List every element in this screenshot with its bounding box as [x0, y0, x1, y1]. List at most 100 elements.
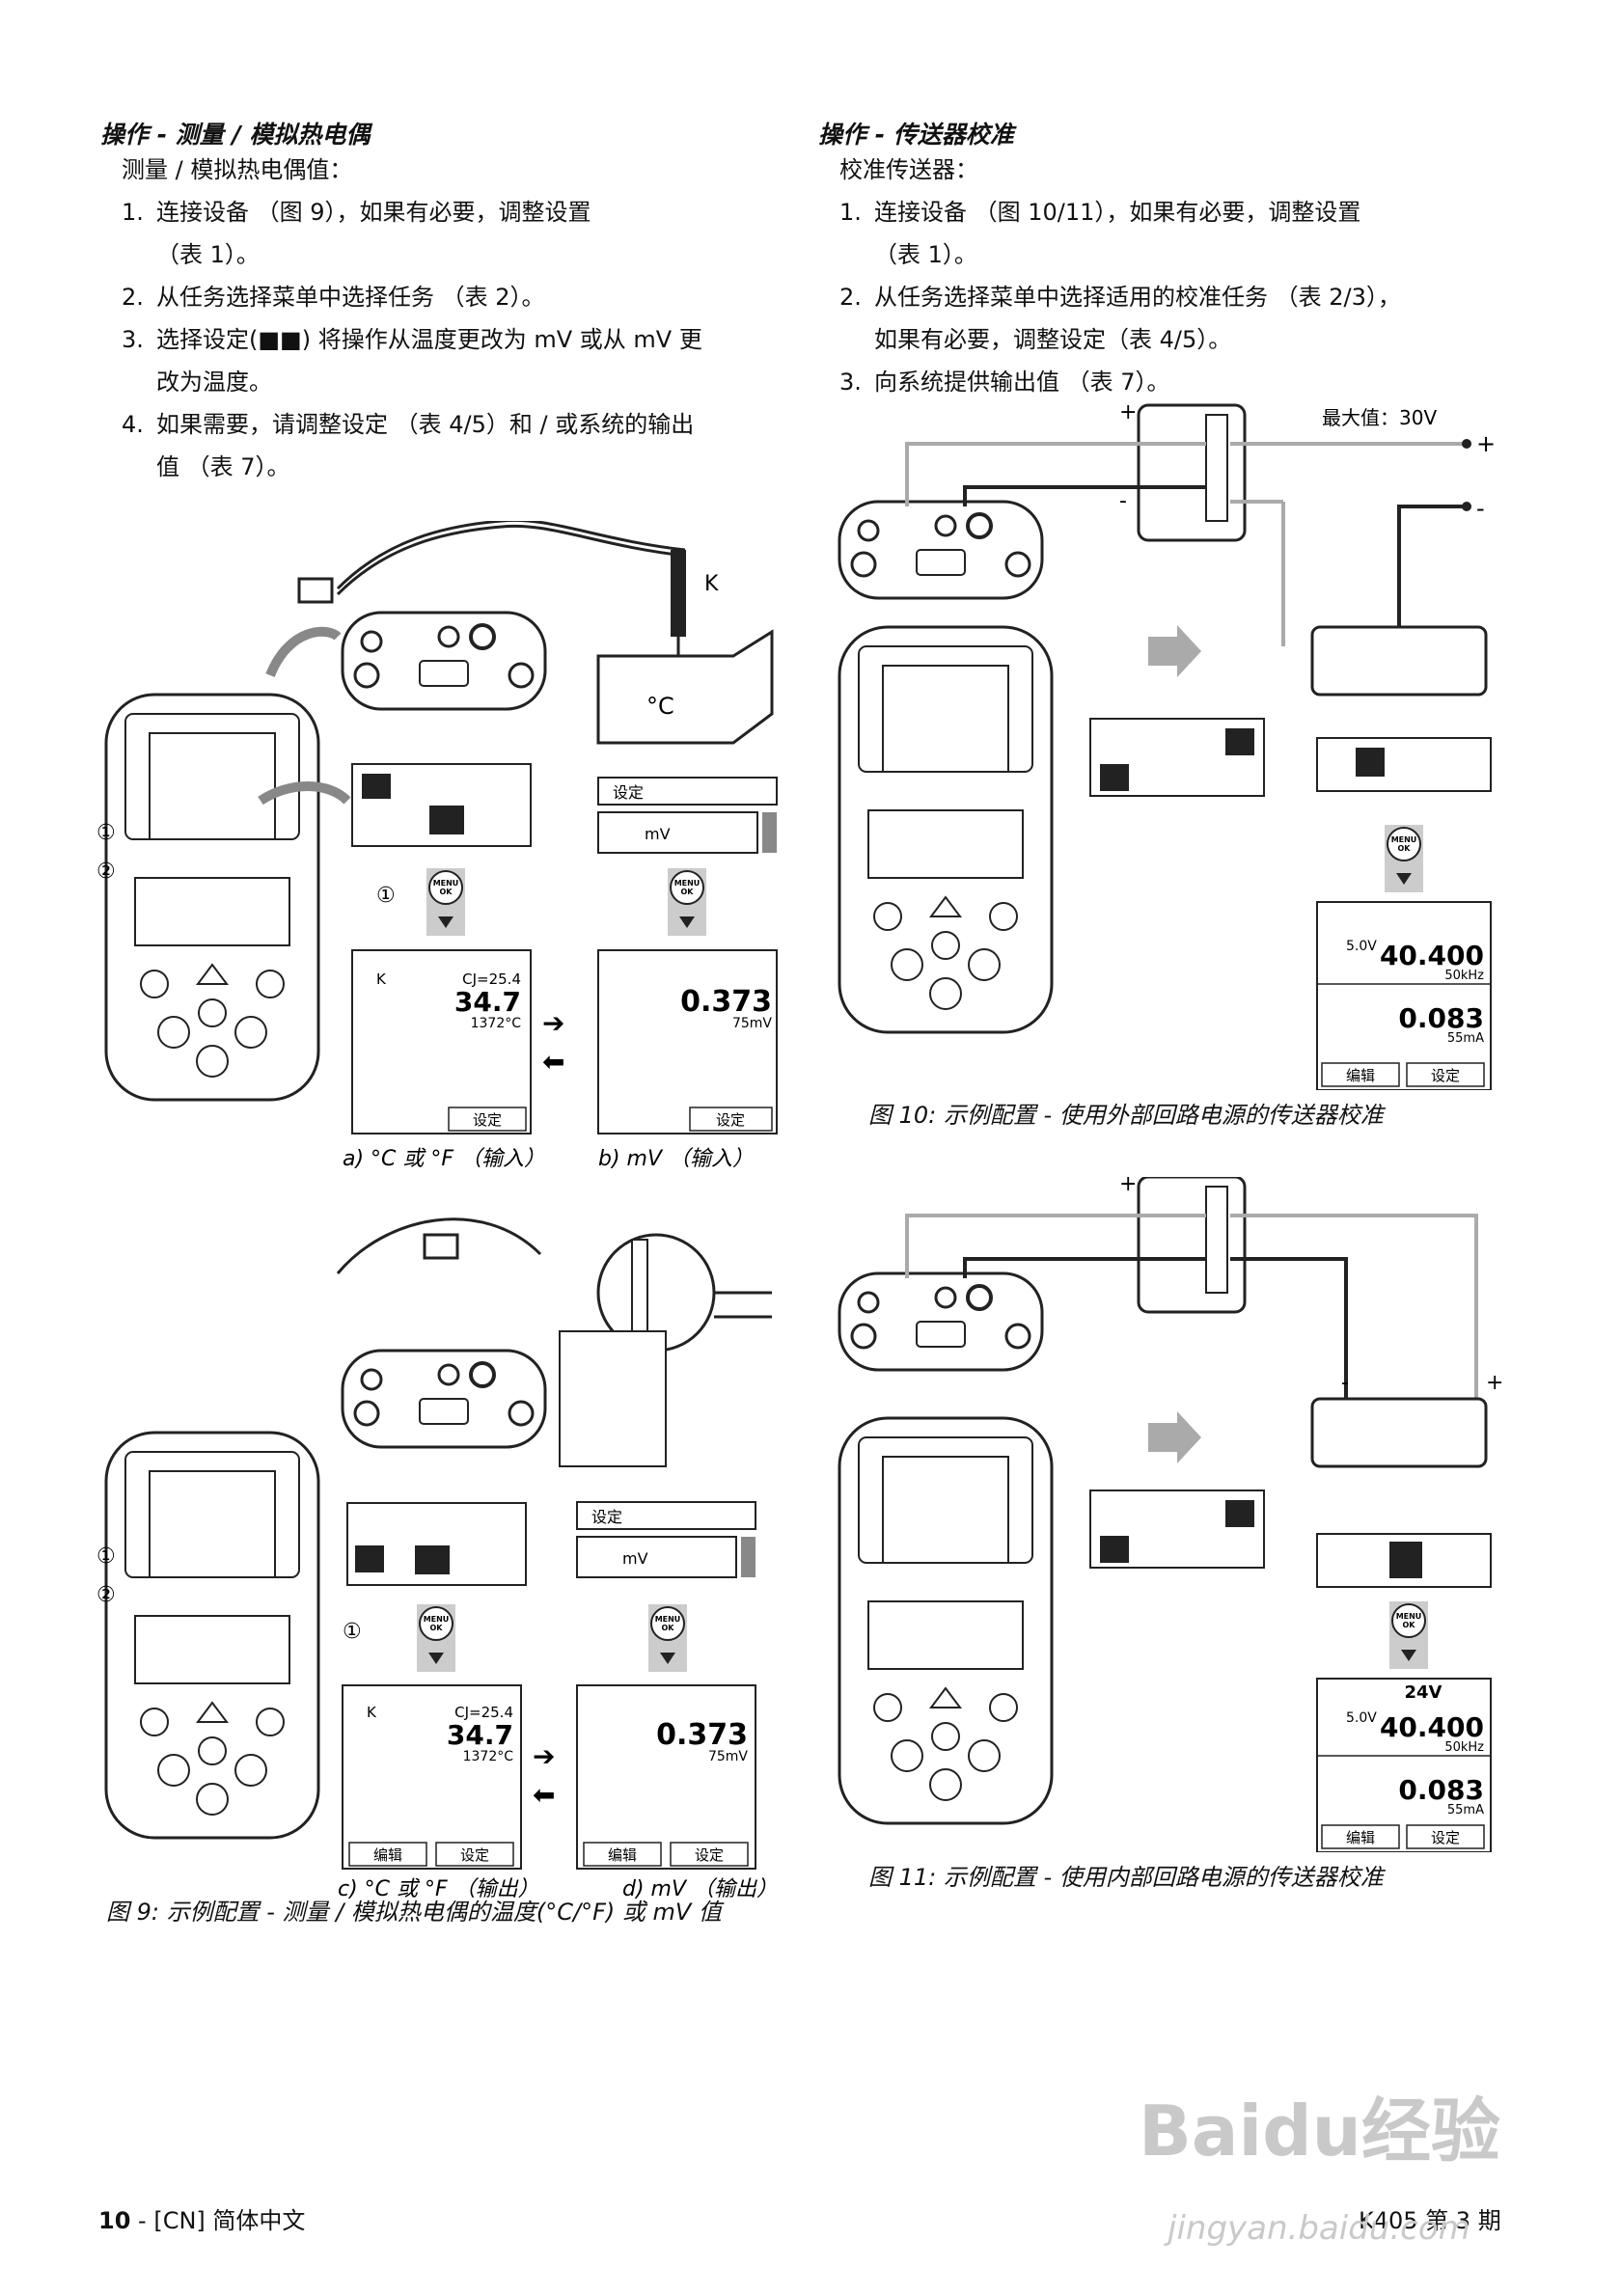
terminal-panel-a: [341, 611, 547, 711]
callout-1-c2: ①: [343, 1620, 362, 1644]
calibrator-device-c: [104, 1431, 320, 1840]
settings-item-d: [576, 1536, 737, 1578]
right-step-2: 2.从任务选择菜单中选择适用的校准任务 （表 2/3），如果有必要，调整设定（表…: [839, 284, 1401, 353]
calibrator-device-a: [104, 693, 320, 1102]
minus-left-10: -: [1119, 489, 1127, 513]
ext-supply-10: [1310, 625, 1488, 697]
screen-c-sub: 1372°C: [463, 1749, 514, 1764]
screen-c-softkey-set: 设定: [460, 1846, 489, 1864]
screen-c-label: K: [367, 1704, 377, 1721]
left-step-1: 1.连接设备 （图 9），如果有必要，调整设置（表 1）。: [122, 199, 591, 268]
settings-title-text-d: 设定: [591, 1508, 622, 1526]
screen-d-value: 0.373: [656, 1718, 748, 1752]
subcaption-d: d) mV （输出）: [622, 1877, 778, 1901]
callout-2-a: ②: [96, 860, 116, 884]
screen-11: [1316, 1678, 1492, 1852]
screen-d: [576, 1684, 756, 1870]
subcaption-c: c) °C 或 °F （输出）: [338, 1877, 539, 1901]
footer-left: 10 - [CN] 简体中文: [98, 2201, 305, 2235]
terminal-panel-10: [838, 500, 1044, 600]
figure-11-caption: 图 11: 示例配置 - 使用内部回路电源的传送器校准: [868, 1864, 1384, 1891]
figure-11: + - + 24V 5.0V 40.400 50kHz 0.083 55mA 编…: [838, 1177, 1503, 1852]
left-steps: 1.连接设备 （图 9），如果有必要，调整设置（表 1）。 2.从任务选择菜单中…: [122, 191, 797, 488]
callout-1-a: ①: [96, 821, 116, 845]
menu-ok-b: [667, 867, 707, 937]
figure-10: + - + 最大值：30V - 5.0V 40.400 50kHz 0.083 …: [838, 400, 1496, 1090]
screen-a-label: K: [376, 970, 387, 988]
screen-b-softkey: 设定: [716, 1111, 745, 1129]
right-heading: 操作 - 传送器校准: [818, 121, 1014, 149]
callout-1-a2: ①: [376, 884, 396, 908]
figure-10-caption: 图 10: 示例配置 - 使用外部回路电源的传送器校准: [868, 1102, 1384, 1129]
screen-10-bottom-value: 0.083: [1398, 1002, 1484, 1034]
subcaption-b: b) mV （输入）: [598, 1147, 754, 1171]
terminal-panel-11: [838, 1271, 1044, 1372]
transmitter-10: [1137, 403, 1247, 542]
screen-c: [342, 1684, 522, 1870]
screen-c-softkey-edit: 编辑: [373, 1846, 402, 1864]
screen-10-top-value: 40.400: [1380, 940, 1484, 971]
right-intro: 校准传送器：: [839, 156, 978, 183]
screen-11-softkey-set: 设定: [1431, 1829, 1460, 1846]
figure-9-caption: 图 9: 示例配置 - 测量 / 模拟热电偶的温度(°C/°F) 或 mV 值: [106, 1899, 722, 1926]
screen-b: [597, 949, 778, 1134]
arrow-right-cd: ➔: [533, 1740, 555, 1772]
minus-11: -: [1341, 1371, 1349, 1395]
arrow-left-ab: ⬅: [542, 1046, 564, 1078]
plus-11: +: [1486, 1371, 1503, 1395]
probe-label: K: [704, 572, 719, 596]
calibrator-device-10: [838, 625, 1054, 1034]
screen-11-top-sub: 50kHz: [1444, 1740, 1484, 1755]
thermocouple-wire: [336, 521, 686, 590]
temperature-block: [596, 629, 774, 745]
settings-title-d: [576, 1501, 756, 1530]
screen-11-top-label: 5.0V: [1346, 1710, 1377, 1726]
thermocouple-probe: [671, 550, 686, 637]
int-supply-11: [1310, 1397, 1488, 1468]
callout-1-c: ①: [96, 1544, 116, 1569]
screen-11-header: 24V: [1405, 1682, 1442, 1703]
settings-title-b: [597, 777, 778, 806]
screen-b-value: 0.373: [680, 985, 772, 1019]
screen-a: [351, 949, 532, 1134]
footer-doc-id: K405 第 3 期: [1359, 2207, 1501, 2234]
max-voltage-label: 最大值：30V: [1322, 406, 1437, 429]
screen-10: [1316, 901, 1492, 1090]
menu-ok-c: [416, 1603, 456, 1673]
arrow-left-cd: ⬅: [533, 1779, 555, 1811]
screen-a-cj: CJ=25.4: [462, 970, 521, 988]
screen-a-sub: 1372°C: [471, 1016, 522, 1031]
footer-lang: - [CN] 简体中文: [130, 2207, 306, 2234]
output-menu-10: [1316, 737, 1492, 792]
terminal-panel-c: [341, 1349, 547, 1449]
screen-c-cj: CJ=25.4: [454, 1704, 513, 1721]
screen-d-softkey-edit: 编辑: [608, 1846, 637, 1864]
screen-10-softkey-set: 设定: [1431, 1067, 1460, 1084]
screen-d-sub: 75mV: [708, 1749, 748, 1764]
thermocouple-plug-c: [423, 1233, 459, 1260]
screen-11-bottom-value: 0.083: [1398, 1774, 1484, 1806]
menu-ok-a: [426, 867, 466, 937]
screen-10-top-sub: 50kHz: [1444, 969, 1484, 983]
screen-11-softkey-edit: 编辑: [1346, 1829, 1375, 1846]
wire-grey-10: [905, 442, 1206, 506]
transmitter-11: [1137, 1177, 1247, 1314]
settings-item-b: [597, 811, 758, 854]
wire-black-10: [963, 485, 1206, 506]
arrow-right-ab: ➔: [542, 1007, 564, 1039]
page-number: 10: [98, 2207, 131, 2234]
screen-a-value: 34.7: [454, 986, 521, 1018]
screen-10-bottom-sub: 55mA: [1447, 1031, 1484, 1046]
menu-ok-d: [647, 1603, 688, 1673]
left-step-2: 2.从任务选择菜单中选择任务 （表 2）。: [122, 284, 545, 311]
right-steps: 1.连接设备 （图 10/11），如果有必要，调整设置（表 1）。 2.从任务选…: [839, 191, 1515, 403]
right-step-1: 1.连接设备 （图 10/11），如果有必要，调整设置（表 1）。: [839, 199, 1361, 268]
figure-9: MENU OK K °C ① ② ① 设定 mV K CJ=25.4 34.7 …: [96, 521, 778, 1901]
watermark-url: jingyan.baidu.com: [1168, 2209, 1470, 2248]
callout-2-c: ②: [96, 1583, 116, 1607]
minus-right-10: -: [1476, 495, 1485, 522]
screen-d-softkey-set: 设定: [695, 1846, 724, 1864]
plus-right-10: +: [1476, 430, 1496, 457]
left-heading: 操作 - 测量 / 模拟热电偶: [100, 121, 371, 149]
watermark-brand: Baidu经验: [1139, 2091, 1500, 2172]
